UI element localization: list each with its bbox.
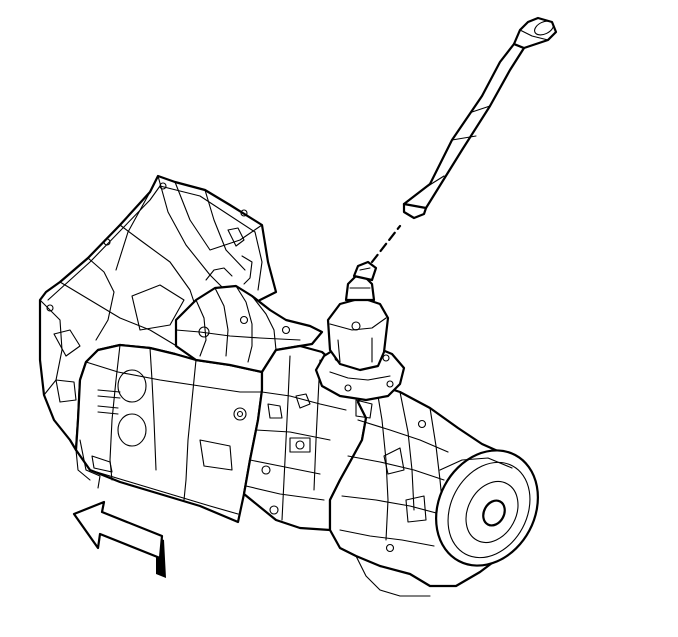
shift-lever (370, 16, 558, 264)
direction-arrow (72, 500, 166, 578)
top-cover (174, 267, 324, 374)
transmission-case (74, 343, 264, 524)
output-flange (435, 449, 539, 567)
shifter-tower (314, 260, 406, 402)
